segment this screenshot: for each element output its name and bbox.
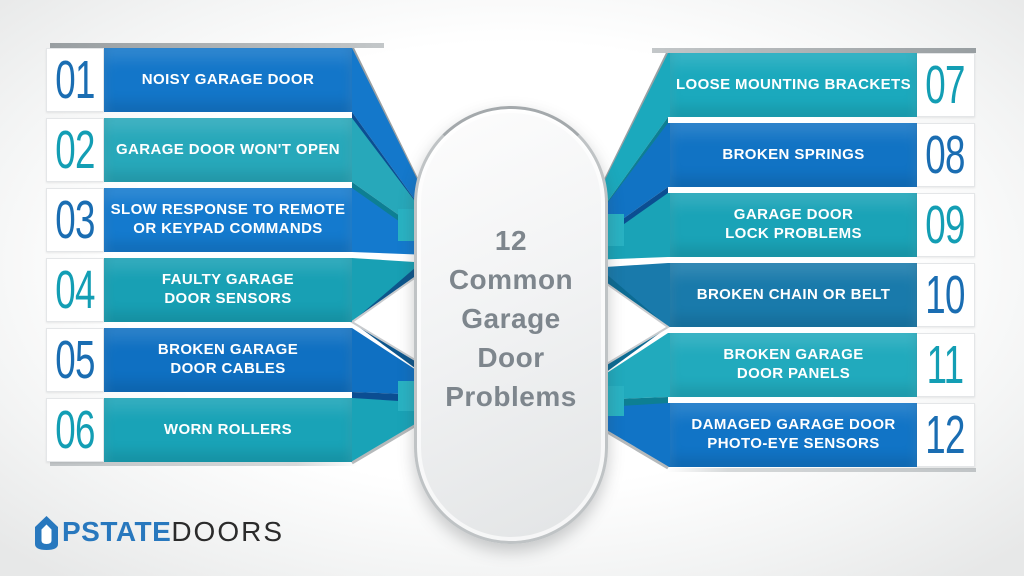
problem-number: 09 — [925, 195, 966, 255]
problem-label: BROKEN GARAGE DOOR CABLES — [104, 328, 352, 392]
title-line: Garage — [461, 303, 561, 334]
problem-row: 02 GARAGE DOOR WON'T OPEN — [46, 118, 352, 182]
problem-number: 04 — [55, 260, 95, 320]
problem-number: 05 — [55, 330, 95, 390]
problem-number-box: 12 — [917, 403, 975, 467]
problem-row: DAMAGED GARAGE DOOR PHOTO-EYE SENSORS 12 — [670, 403, 975, 467]
problem-number-box: 04 — [46, 258, 104, 322]
problem-number: 10 — [925, 265, 966, 325]
problem-row: 06 WORN ROLLERS — [46, 398, 352, 462]
bottom-edge-left — [50, 462, 358, 466]
problem-number: 07 — [925, 55, 966, 115]
problem-number: 02 — [55, 120, 95, 180]
problem-number-box: 07 — [917, 53, 975, 117]
problem-label: WORN ROLLERS — [104, 398, 352, 462]
problem-number-box: 02 — [46, 118, 104, 182]
problem-number-box: 05 — [46, 328, 104, 392]
title-line: 12 — [494, 225, 528, 256]
title-line: Problems — [445, 381, 577, 412]
problem-row: GARAGE DOOR LOCK PROBLEMS 09 — [670, 193, 975, 257]
problem-number: 06 — [55, 400, 95, 460]
title-line: Common — [448, 264, 574, 295]
problem-label: SLOW RESPONSE TO REMOTE OR KEYPAD COMMAN… — [104, 188, 352, 252]
left-arrow-notch — [350, 265, 430, 371]
bottom-edge-right — [666, 468, 976, 472]
problem-number: 08 — [925, 125, 966, 185]
top-edge-left — [50, 43, 384, 48]
problem-label: BROKEN CHAIN OR BELT — [670, 263, 917, 327]
brand-text-doors: DOORS — [171, 516, 284, 547]
problem-number: 12 — [925, 405, 966, 465]
problem-number: 11 — [927, 335, 964, 395]
problem-number-box: 03 — [46, 188, 104, 252]
problem-label: BROKEN SPRINGS — [670, 123, 917, 187]
problem-row: BROKEN SPRINGS 08 — [670, 123, 975, 187]
problem-row: BROKEN GARAGE DOOR PANELS 11 — [670, 333, 975, 397]
center-title-capsule: 12 Common Garage Door Problems — [414, 106, 608, 544]
right-arrow-notch — [590, 270, 670, 376]
problem-number-box: 10 — [917, 263, 975, 327]
problem-row: 04 FAULTY GARAGE DOOR SENSORS — [46, 258, 352, 322]
problem-row: 05 BROKEN GARAGE DOOR CABLES — [46, 328, 352, 392]
problem-number-box: 09 — [917, 193, 975, 257]
title-line: Door — [477, 342, 545, 373]
problem-label: FAULTY GARAGE DOOR SENSORS — [104, 258, 352, 322]
problem-number-box: 11 — [917, 333, 975, 397]
problem-label: BROKEN GARAGE DOOR PANELS — [670, 333, 917, 397]
house-u-icon — [35, 516, 58, 550]
problem-label: DAMAGED GARAGE DOOR PHOTO-EYE SENSORS — [670, 403, 917, 467]
problem-number-box: 08 — [917, 123, 975, 187]
problem-number: 01 — [55, 50, 95, 110]
problem-row: LOOSE MOUNTING BRACKETS 07 — [670, 53, 975, 117]
problem-number-box: 06 — [46, 398, 104, 462]
problem-row: 01 NOISY GARAGE DOOR — [46, 48, 352, 112]
problem-label: NOISY GARAGE DOOR — [104, 48, 352, 112]
top-edge-right — [652, 48, 976, 53]
problem-label: GARAGE DOOR LOCK PROBLEMS — [670, 193, 917, 257]
problem-row: BROKEN CHAIN OR BELT 10 — [670, 263, 975, 327]
problem-label: GARAGE DOOR WON'T OPEN — [104, 118, 352, 182]
brand-text-upstate: PSTATE — [62, 516, 172, 547]
problem-label: LOOSE MOUNTING BRACKETS — [670, 53, 917, 117]
problem-number: 03 — [55, 190, 95, 250]
problem-row: 03 SLOW RESPONSE TO REMOTE OR KEYPAD COM… — [46, 188, 352, 252]
problem-number-box: 01 — [46, 48, 104, 112]
